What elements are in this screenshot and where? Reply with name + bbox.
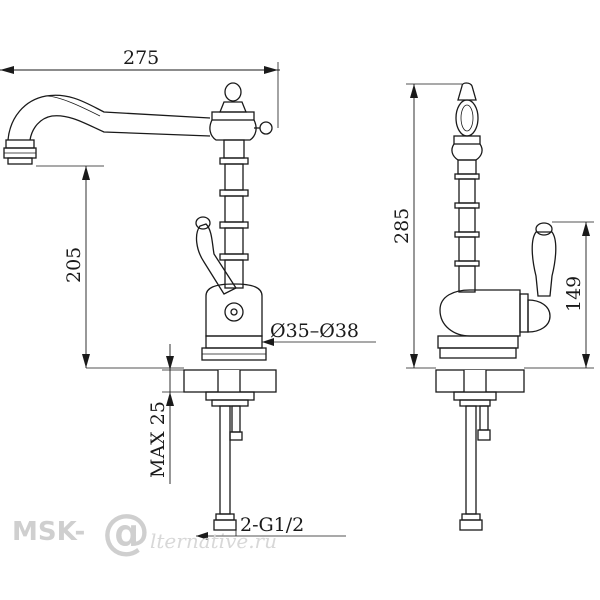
front-view (3, 82, 277, 531)
handle-height-dimension-label: 149 (563, 276, 585, 312)
connection-label: 2-G1/2 (240, 514, 304, 536)
base-diameter-label: Ø35–Ø38 (270, 320, 359, 342)
watermark-brand: MSK- (12, 517, 85, 547)
watermark: MSK- @ lternative.ru (12, 504, 277, 560)
side-view (435, 82, 557, 531)
total-height-dimension-label: 285 (391, 208, 413, 244)
dimension-lines (0, 62, 594, 540)
max-thickness-dimension-label: MAX 25 (147, 401, 169, 478)
watermark-at-sign: @ (102, 504, 150, 560)
width-dimension-label: 275 (123, 47, 159, 69)
spout-height-dimension-label: 205 (63, 247, 85, 283)
watermark-domain: lternative.ru (150, 529, 277, 553)
